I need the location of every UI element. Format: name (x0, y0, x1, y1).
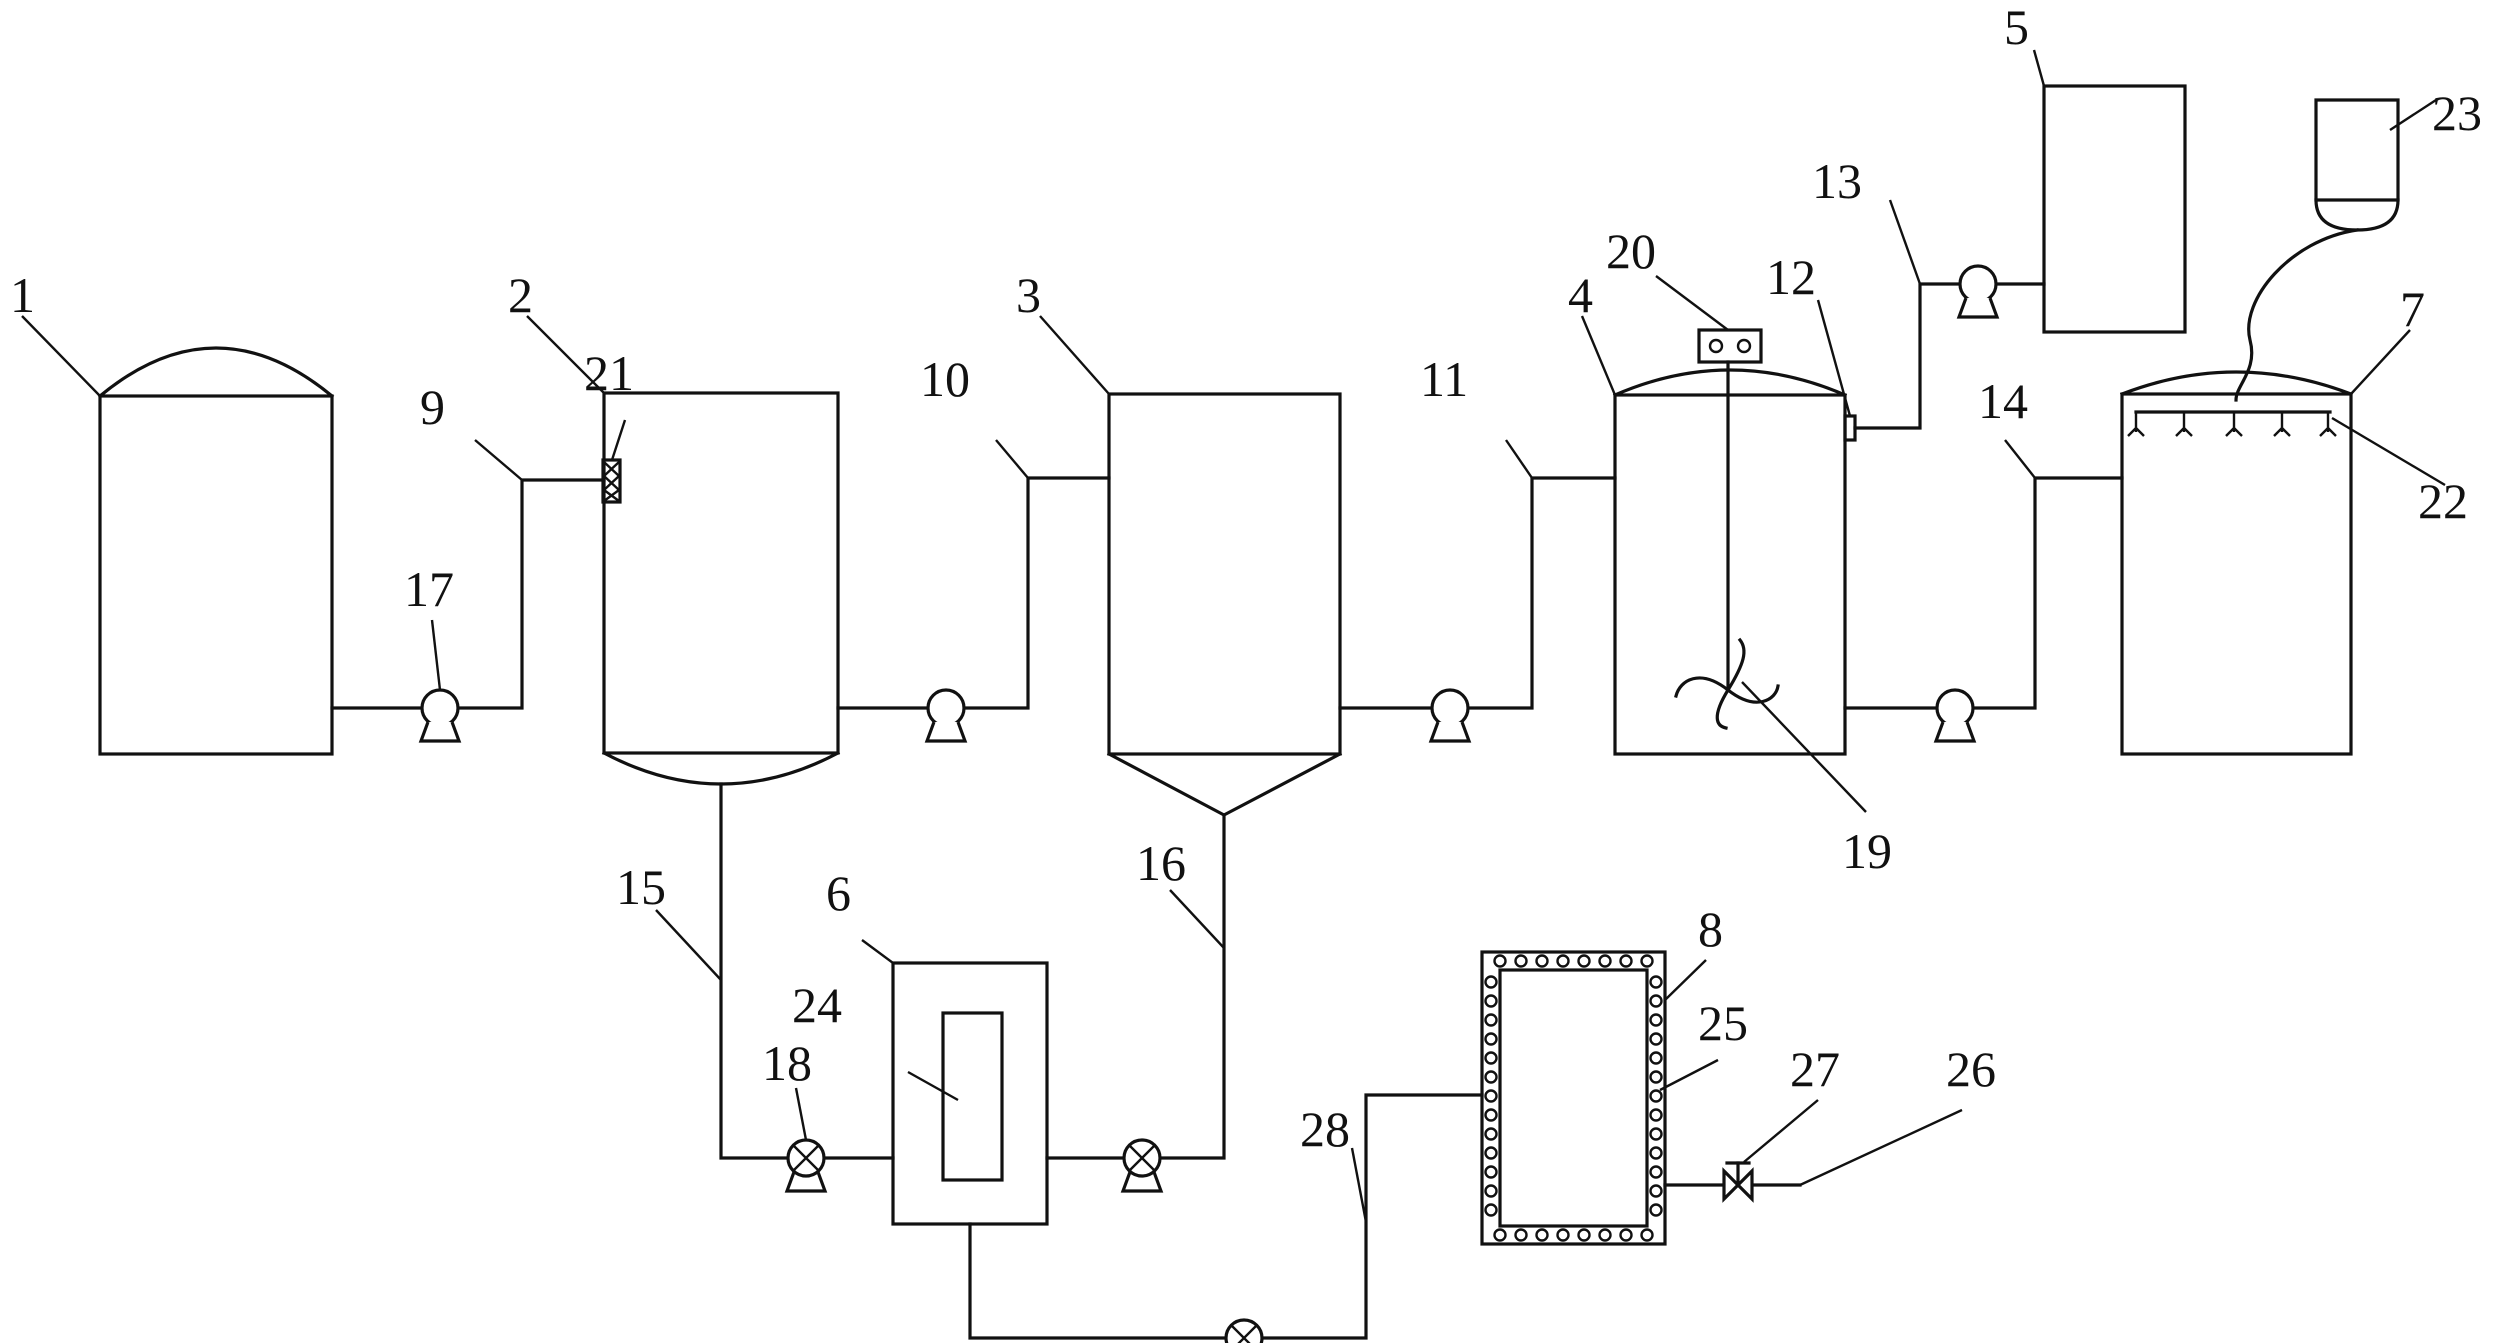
coil-turn (1619, 1228, 1633, 1242)
label-25: 25 (1698, 995, 1748, 1051)
coil-turn (1484, 1127, 1498, 1141)
label-6: 6 (826, 865, 851, 921)
spray-nozzle-icon (2127, 410, 2337, 437)
tank-3 (1106, 392, 1343, 817)
label-13: 13 (1812, 153, 1862, 209)
pump-crossed-icon (1120, 1138, 1164, 1193)
label-4: 4 (1568, 267, 1593, 323)
label-11: 11 (1420, 351, 1468, 407)
motor-icon (1697, 328, 1763, 364)
label-23: 23 (2432, 85, 2482, 141)
vessel-8 (1480, 950, 1667, 1246)
coil-turn (1649, 1165, 1663, 1179)
label-19: 19 (1842, 823, 1892, 879)
coil-turn (1484, 975, 1498, 989)
coil-turn (1649, 1108, 1663, 1122)
label-26: 26 (1946, 1041, 1996, 1097)
coil-turn (1619, 954, 1633, 968)
label-22: 22 (2418, 473, 2468, 529)
pump-icon (1956, 264, 2000, 319)
hopper-23 (2234, 98, 2400, 402)
pump-crossed-icon (784, 1138, 828, 1193)
tank-1 (97, 346, 335, 756)
coil-turn (1484, 1070, 1498, 1084)
label-9: 9 (420, 379, 445, 435)
coil-turn (1640, 1228, 1654, 1242)
coil-turn (1649, 1184, 1663, 1198)
coil-turn (1535, 1228, 1549, 1242)
coil-turn (1649, 1089, 1663, 1103)
heating-coil (1484, 954, 1663, 1242)
label-15: 15 (616, 859, 666, 915)
label-5: 5 (2004, 0, 2029, 55)
tank-4 (1612, 368, 1848, 756)
pump-icon (418, 688, 462, 743)
leader-lines (21, 49, 2446, 1223)
coil-turn (1640, 954, 1654, 968)
pump-icon (1933, 688, 1977, 743)
coil-turn (1649, 1051, 1663, 1065)
coil-turn (1484, 994, 1498, 1008)
coil-turn (1649, 1032, 1663, 1046)
coil-turn (1484, 1165, 1498, 1179)
coil-turn (1577, 1228, 1591, 1242)
coil-turn (1484, 1184, 1498, 1198)
piping (330, 282, 2124, 1340)
coil-turn (1649, 1146, 1663, 1160)
coil-turn (1649, 975, 1663, 989)
coil-turn (1649, 1013, 1663, 1027)
label-17: 17 (404, 561, 454, 617)
label-20: 20 (1606, 223, 1656, 279)
unit-6 (891, 961, 1049, 1226)
pump-icon (1428, 688, 1472, 743)
pump-icon (924, 688, 968, 743)
coil-turn (1598, 954, 1612, 968)
label-28: 28 (1300, 1101, 1350, 1157)
coil-turn (1514, 954, 1528, 968)
label-2: 2 (508, 267, 533, 323)
coil-turn (1493, 1228, 1507, 1242)
coil-turn (1484, 1051, 1498, 1065)
label-10: 10 (920, 351, 970, 407)
coil-turn (1556, 1228, 1570, 1242)
coil-turn (1484, 1203, 1498, 1217)
label-24: 24 (792, 977, 842, 1033)
coil-turn (1484, 1108, 1498, 1122)
coil-turn (1514, 1228, 1528, 1242)
label-14: 14 (1978, 373, 2028, 429)
coil-turn (1493, 954, 1507, 968)
coil-turn (1556, 954, 1570, 968)
label-21: 21 (584, 345, 634, 401)
label-16: 16 (1136, 835, 1186, 891)
label-7: 7 (2400, 281, 2425, 337)
pump-crossed-icon (1224, 1318, 1264, 1343)
agitator-icon (1674, 360, 1780, 730)
coil-turn (1649, 994, 1663, 1008)
tank-2 (601, 391, 841, 786)
coil-turn (1484, 1089, 1498, 1103)
label-3: 3 (1016, 267, 1041, 323)
coil-turn (1484, 1032, 1498, 1046)
coil-turn (1649, 1127, 1663, 1141)
coil-turn (1577, 954, 1591, 968)
label-12: 12 (1766, 249, 1816, 305)
label-1: 1 (10, 267, 35, 323)
reference-labels: 1 2 3 4 5 6 7 8 9 10 11 12 13 14 15 16 1… (10, 0, 2482, 1157)
coil-turn (1484, 1013, 1498, 1027)
valve-icon (1722, 1161, 1754, 1203)
tank-5 (2042, 84, 2187, 334)
coil-turn (1598, 1228, 1612, 1242)
coil-turn (1649, 1203, 1663, 1217)
coil-turn (1649, 1070, 1663, 1084)
coil-turn (1535, 954, 1549, 968)
label-18: 18 (762, 1035, 812, 1091)
label-8: 8 (1698, 901, 1723, 957)
coil-turn (1484, 1146, 1498, 1160)
label-27: 27 (1790, 1041, 1840, 1097)
